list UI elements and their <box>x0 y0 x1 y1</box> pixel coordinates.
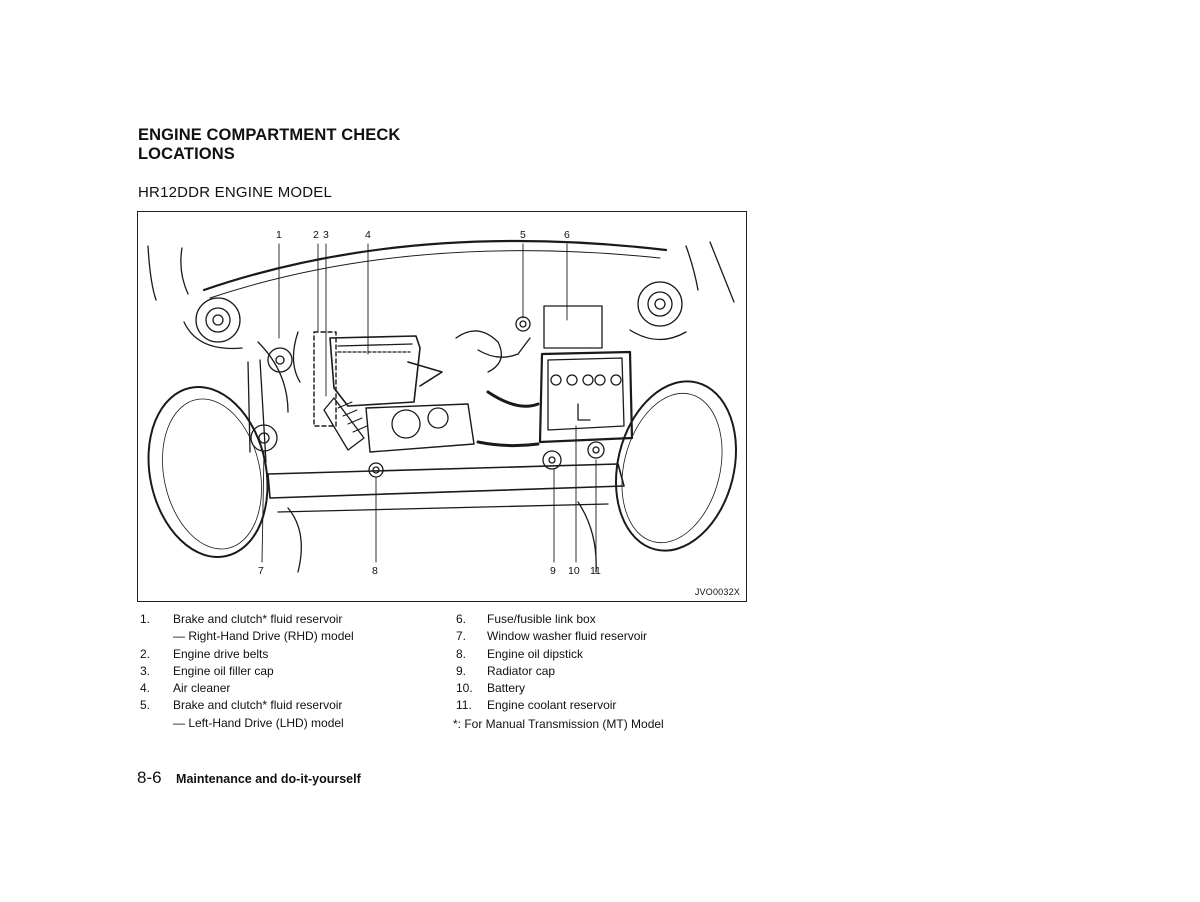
engine-illustration <box>147 239 737 573</box>
callout-10: 10 <box>568 565 580 577</box>
callout-2: 2 <box>313 229 319 241</box>
callout-3: 3 <box>323 229 329 241</box>
page-number: 8-6 <box>137 768 162 787</box>
engine-compartment-figure: 1 2 3 4 5 6 7 8 9 10 11 JVO0032X <box>137 211 747 602</box>
page-title: ENGINE COMPARTMENT CHECK LOCATIONS <box>138 126 400 164</box>
callout-1: 1 <box>276 229 282 241</box>
callout-4: 4 <box>365 229 371 241</box>
callout-11: 11 <box>590 565 601 577</box>
callout-7: 7 <box>258 565 264 577</box>
callout-9: 9 <box>550 565 556 577</box>
callout-6: 6 <box>564 229 570 241</box>
page-footer: 8-6 Maintenance and do-it-yourself <box>137 768 361 788</box>
page-title-line-1: ENGINE COMPARTMENT CHECK <box>138 126 401 144</box>
callout-5: 5 <box>520 229 526 241</box>
section-title: Maintenance and do-it-yourself <box>176 772 361 786</box>
page-title-line-2: LOCATIONS <box>138 145 235 163</box>
figure-code: JVO0032X <box>694 587 740 597</box>
footnote: *: For Manual Transmission (MT) Model <box>453 717 664 731</box>
engine-model-subtitle: HR12DDR ENGINE MODEL <box>138 184 333 201</box>
callout-8: 8 <box>372 565 378 577</box>
